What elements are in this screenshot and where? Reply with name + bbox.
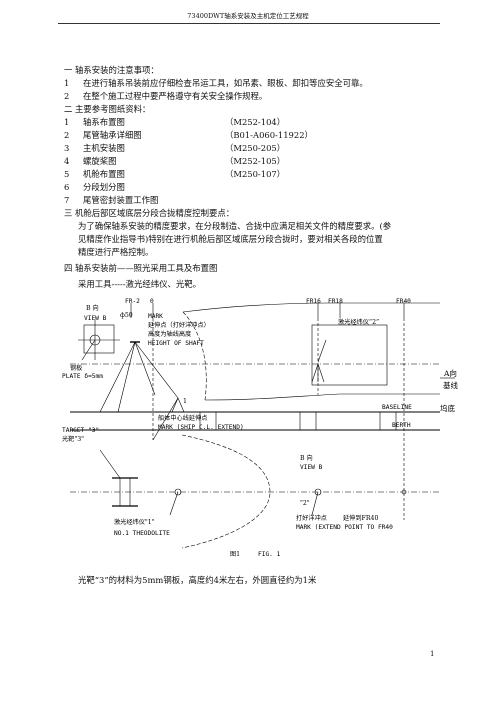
figure-caption-cn: 图1 [230, 551, 240, 558]
ship-cl-cn-label: 船体中心线延伸点 [158, 414, 208, 422]
target-3-label: TARGET "3" [62, 427, 99, 434]
ref-code: （B01-A060-11922） [225, 130, 313, 140]
ref-num: 6 [64, 182, 70, 192]
a-view-label: A向 [443, 368, 457, 378]
page-header: 73400DWT轴系安装及主机定位工艺规程 [187, 12, 309, 20]
ship-cl-mark-label: MARK (SHIP C.L. EXTEND) [158, 424, 244, 431]
beam-to-target [134, 341, 179, 399]
target-box-b-view [83, 324, 115, 354]
s1-item2-text: 在整个施工过程中要严格遵守有关安全操作规程。 [83, 91, 268, 101]
theodolite-1-plan [174, 488, 182, 496]
section-3-title: 三 机舱后部区域底层分段合拢精度控制要点： [64, 208, 235, 218]
target-material-note: 光靶“3”的材料为5mm钢板，高度约4米左右，外圆直径约为1米 [78, 575, 317, 585]
laser-1-label: 激光经纬仪"1" [114, 518, 155, 526]
ref-name: 机舱布置图 [83, 169, 125, 179]
ref-num: 5 [64, 169, 70, 179]
shaft-alignment-figure: B 向 VIEW B ф50 FR-2 0 MARK 延伸点（打好洋冲点） 高度… [62, 298, 458, 558]
s1-item2-num: 2 [64, 91, 70, 101]
b-view-2-label: B 向 [300, 454, 313, 462]
ref-name: 分段划分图 [83, 182, 125, 192]
berth-cn-label: 坞底 [440, 403, 455, 413]
view-b-label: VIEW B [84, 315, 107, 322]
s1-item1-text: 在进行轴系吊装前应仔细检查吊运工具，如吊素、眼板、卸扣等应安全可靠。 [83, 78, 368, 88]
laser-2-label: 激光经纬仪“2” [338, 318, 379, 326]
fr16-label: FR16 [306, 298, 321, 305]
ref-name: 轴系布置图 [83, 117, 125, 127]
ref-num: 7 [64, 195, 70, 205]
height-of-shaft-label: HEIGHT OF SHAFT [148, 340, 204, 347]
header-rule [58, 23, 440, 24]
target-3-cn-label: 光靶"3" [62, 435, 84, 443]
plate-label: PLATE δ=5mm [62, 373, 103, 380]
section-3-para-3: 精度进行严格控制。 [78, 247, 154, 257]
ref-code: （M250-107） [225, 169, 286, 179]
figure-caption-en: FIG. 1 [258, 551, 281, 558]
item-2-label: "2" [300, 500, 310, 507]
view-b-2-label: VIEW B [300, 464, 323, 471]
ref-code: （M252-105） [225, 156, 286, 166]
phi50-label: ф50 [120, 312, 133, 319]
ref-num: 1 [64, 117, 70, 127]
fr40-label: FR40 [396, 298, 411, 305]
fr-2-label: FR-2 [125, 298, 140, 305]
ref-name: 尾管轴承详细图 [83, 130, 142, 140]
ref-num: 2 [64, 130, 70, 140]
ref-name: 螺旋桨图 [83, 156, 117, 166]
steel-plate-label: 钢板 [70, 364, 82, 372]
baseline-cn-label: 基线 [443, 380, 458, 390]
extend-to-fr40-label: 延伸到FR40 [343, 514, 378, 522]
fr0-label: 0 [150, 298, 154, 305]
fr18-label: FR18 [328, 298, 343, 305]
keel-block [199, 411, 217, 431]
punch-point-label: 打好洋冲点 [296, 514, 327, 522]
hull-bottom-line [204, 393, 440, 401]
section-3-para-2: 见精度作业指导书)特别在进行机舱后部区域底层分段合拢时，要对相关各段的位置 [78, 234, 383, 244]
keel-block [299, 411, 317, 431]
page-number: 1 [430, 650, 435, 658]
stern-outline [182, 311, 207, 401]
laser-2-leader [317, 339, 327, 363]
theodolite-2-plan [314, 488, 322, 496]
baseline-label: BASELINE [382, 404, 412, 411]
hull-deck-line [182, 302, 440, 313]
b-view-label: B 向 [86, 304, 99, 312]
extension-point-label: 延伸点（打好洋冲点） [148, 321, 210, 329]
shaft-height-cn-label: 高度为轴线高度 [148, 330, 191, 338]
ref-name: 尾管密封装置工作图 [83, 195, 159, 205]
section-1-title: 一 轴系安装的注意事项： [64, 65, 159, 75]
plan-hull-outline [181, 434, 271, 549]
mark-extend-label: MARK (EXTEND POINT TO FR40 [296, 524, 393, 531]
section-4-title: 四 轴系安装前——照光采用工具及布置图 [64, 263, 218, 273]
ref-code: （M250-205） [225, 143, 286, 153]
keel-block [379, 411, 397, 431]
laser-2-callout-box [311, 324, 388, 386]
section-3-para-1: 为了确保轴系安装的精度要求，在分段制造、合拢中应满足相关文件的精度要求。(参 [78, 221, 392, 231]
theodolite-1-label: NO.1 THEODOLITE [114, 530, 170, 537]
tools-used: 采用工具-----激光经纬仪、光靶。 [78, 279, 202, 289]
beam-to-cl-mark [152, 397, 179, 441]
ref-num: 3 [64, 143, 70, 153]
berth-label: BERTH [392, 422, 411, 429]
ref-name: 主机安装图 [83, 143, 125, 153]
fr40-mark-plan [401, 489, 407, 495]
section-2-title: 二 主要参考图纸资料： [64, 104, 151, 114]
mark-label: MARK [148, 313, 163, 320]
ref-code: （M252-104） [225, 117, 286, 127]
s1-item1-num: 1 [64, 78, 70, 88]
item-1-label: 1 [183, 398, 187, 405]
ref-num: 4 [64, 156, 70, 166]
